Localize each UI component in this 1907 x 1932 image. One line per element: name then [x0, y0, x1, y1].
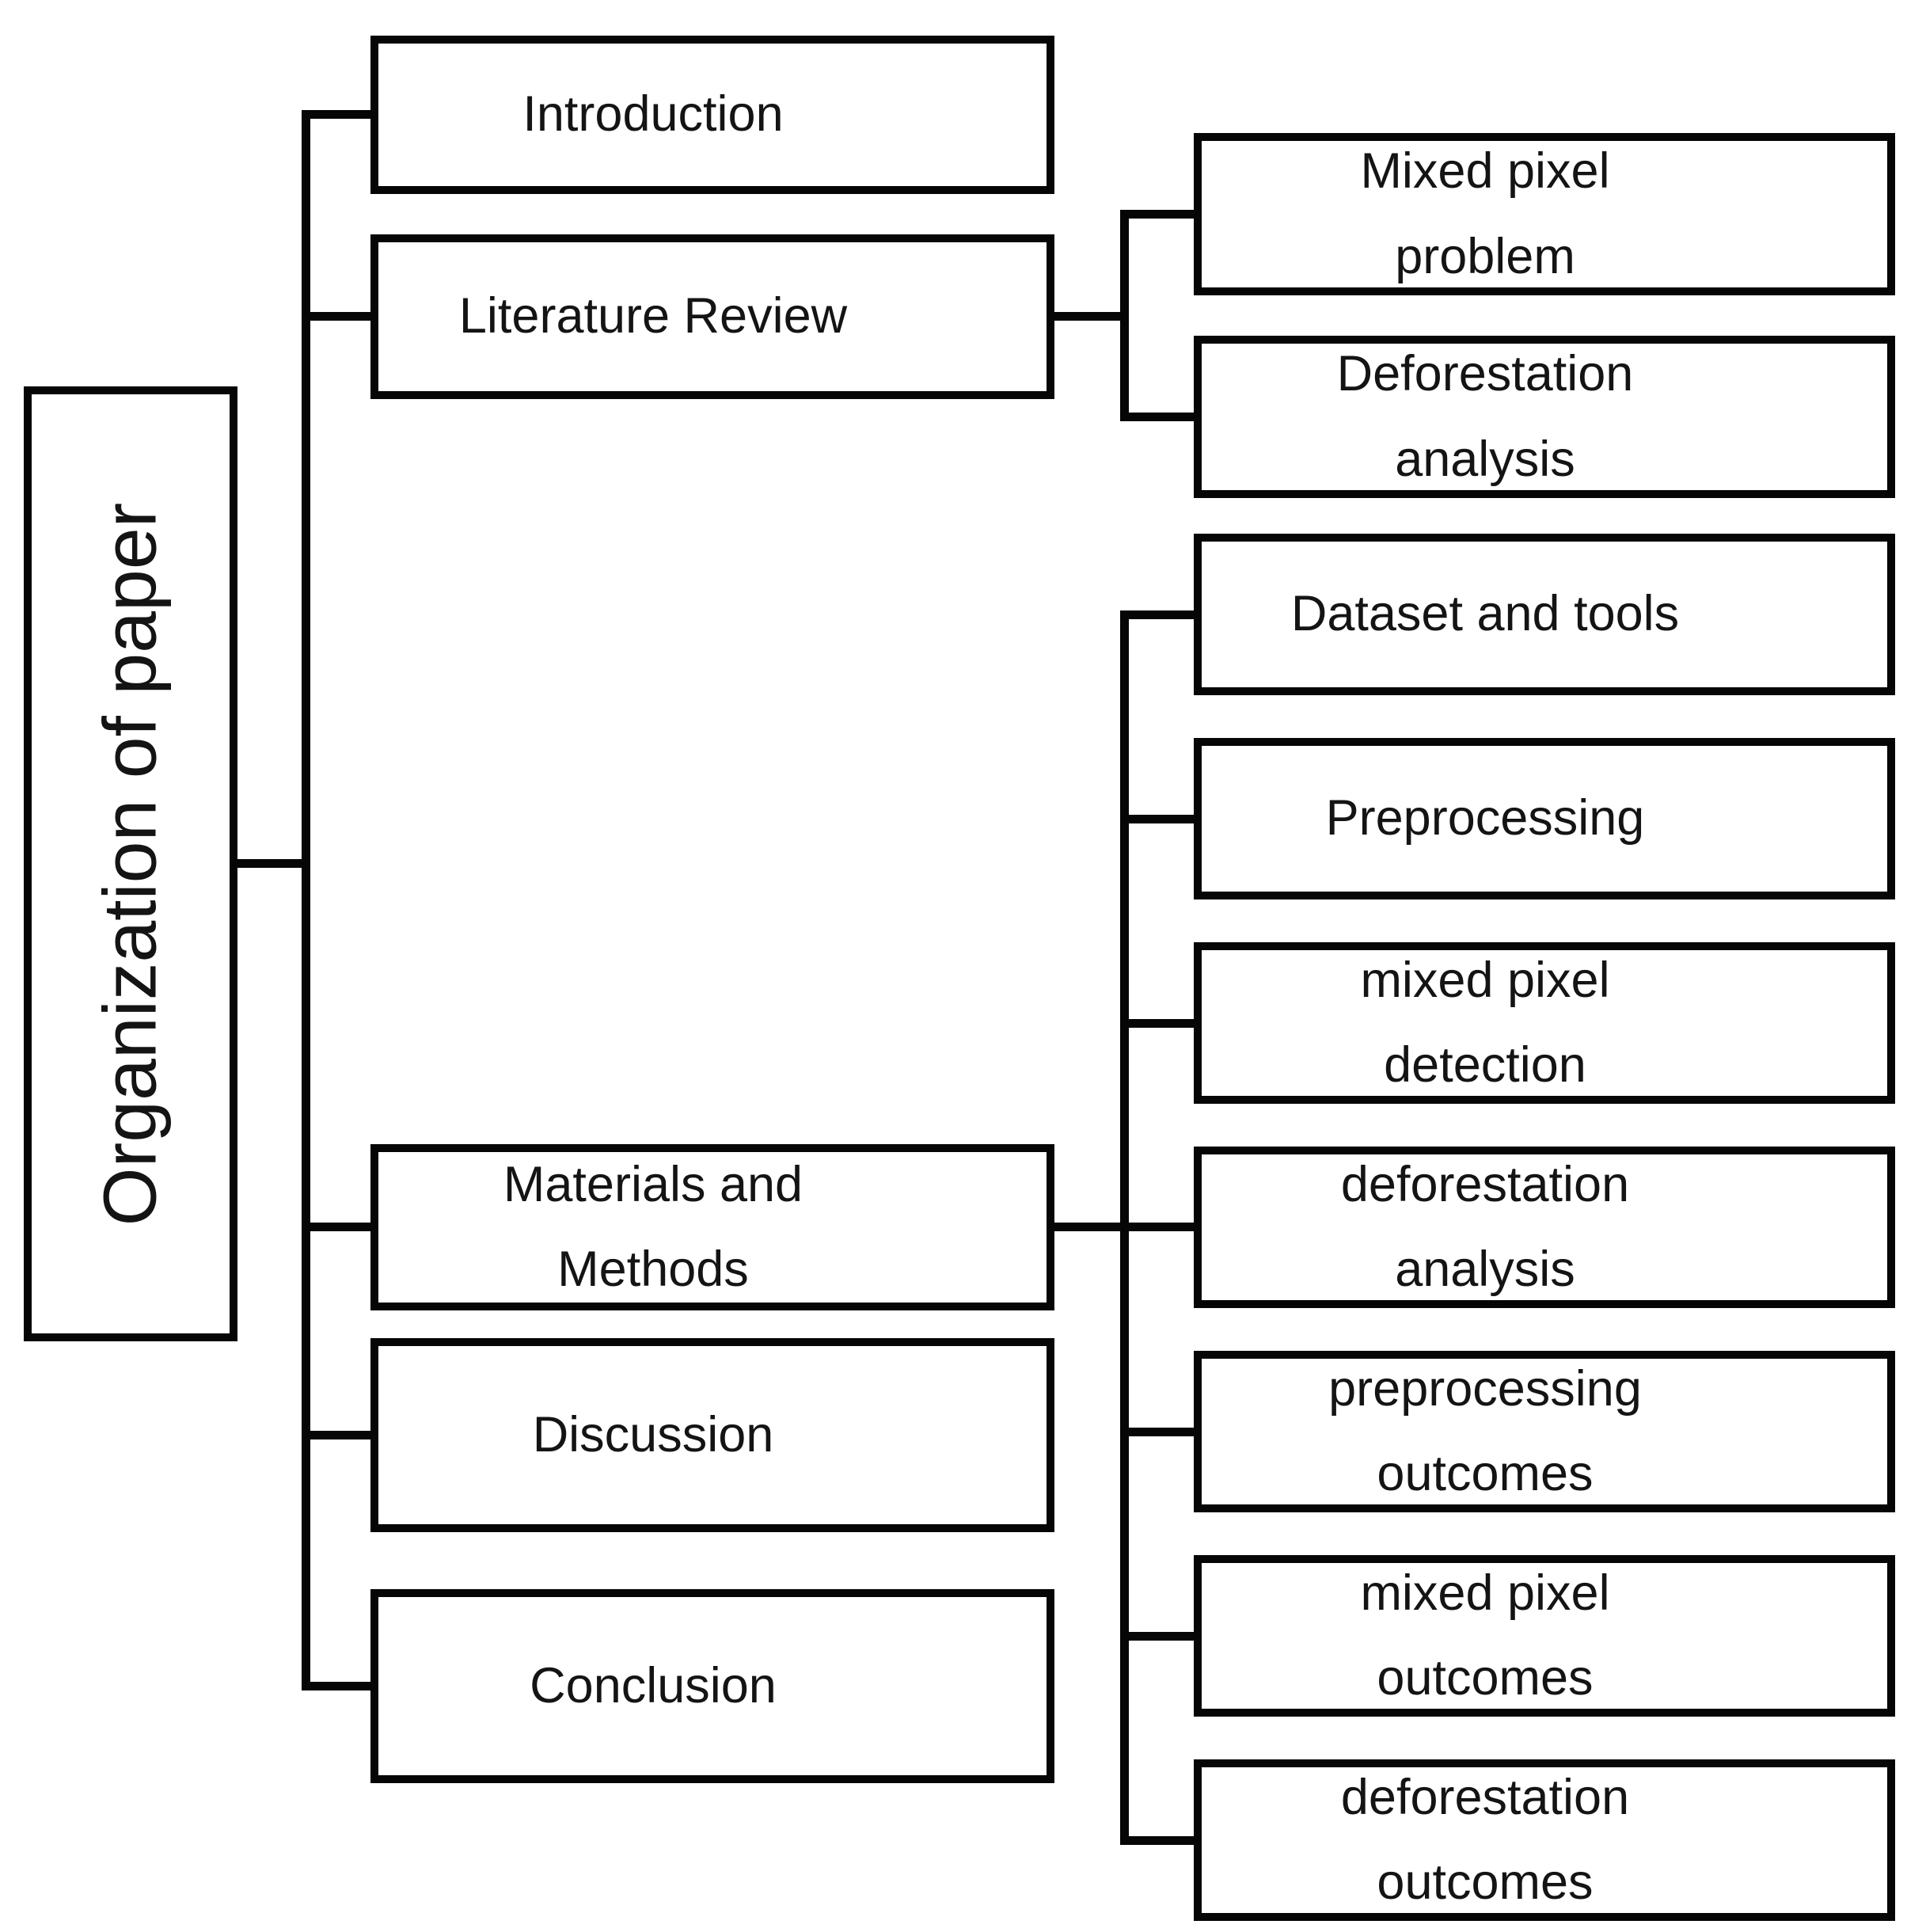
- node-preprocessing: Preprocessing: [1194, 738, 1895, 899]
- node-preprocessing-outcomes-label: preprocessing outcomes: [1328, 1360, 1642, 1501]
- node-mixed-pixel-problem-label: Mixed pixel problem: [1360, 143, 1610, 284]
- node-materials-and-methods: Materials and Methods: [370, 1144, 1054, 1310]
- connector-literature-bracket-spine: [1120, 210, 1129, 421]
- node-mixed-pixel-detection: mixed pixel detection: [1194, 942, 1895, 1104]
- connector-stub-preprocessing-outcomes: [1120, 1428, 1194, 1436]
- connector-stub-literature-review: [302, 312, 370, 321]
- connector-stub-deforestation-analysis-2: [1120, 1223, 1194, 1231]
- connector-stub-deforestation-outcomes: [1120, 1836, 1194, 1845]
- connector-stub-dataset-and-tools: [1120, 610, 1194, 619]
- node-mixed-pixel-outcomes: mixed pixel outcomes: [1194, 1555, 1895, 1717]
- node-mixed-pixel-outcomes-label: mixed pixel outcomes: [1360, 1565, 1610, 1706]
- node-preprocessing-label: Preprocessing: [1325, 790, 1645, 846]
- node-preprocessing-outcomes: preprocessing outcomes: [1194, 1351, 1895, 1512]
- connector-root-to-spine: [236, 859, 310, 868]
- connector-stub-discussion: [302, 1431, 370, 1439]
- connector-stub-conclusion: [302, 1682, 370, 1690]
- node-deforestation-outcomes-label: deforestation outcomes: [1340, 1769, 1630, 1910]
- node-literature-review-label: Literature Review: [458, 288, 848, 344]
- connector-stub-materials-methods: [302, 1223, 370, 1231]
- connector-stub-preprocessing: [1120, 815, 1194, 823]
- node-organization-of-paper: Organization of paper: [24, 386, 237, 1341]
- connector-stub-deforestation-analysis: [1120, 413, 1194, 421]
- node-conclusion: Conclusion: [370, 1589, 1054, 1783]
- node-mixed-pixel-detection-label: mixed pixel detection: [1360, 952, 1610, 1093]
- node-deforestation-analysis-2: deforestation analysis: [1194, 1147, 1895, 1308]
- node-mixed-pixel-problem: Mixed pixel problem: [1194, 133, 1895, 295]
- node-dataset-and-tools-label: Dataset and tools: [1290, 586, 1680, 642]
- node-materials-and-methods-label: Materials and Methods: [503, 1156, 803, 1297]
- node-conclusion-label: Conclusion: [530, 1657, 777, 1713]
- node-deforestation-analysis-2-label: deforestation analysis: [1340, 1156, 1630, 1297]
- node-discussion: Discussion: [370, 1338, 1054, 1532]
- connector-stub-introduction: [302, 110, 370, 119]
- node-deforestation-analysis-label: Deforestation analysis: [1336, 346, 1634, 487]
- node-discussion-label: Discussion: [532, 1406, 774, 1462]
- node-deforestation-analysis: Deforestation analysis: [1194, 336, 1895, 498]
- node-dataset-and-tools: Dataset and tools: [1194, 534, 1895, 695]
- node-literature-review: Literature Review: [370, 234, 1054, 399]
- connector-stub-mixed-pixel-outcomes: [1120, 1632, 1194, 1641]
- node-organization-of-paper-label: Organization of paper: [88, 502, 173, 1226]
- node-introduction: Introduction: [370, 36, 1054, 194]
- connector-stub-mixed-pixel-detection: [1120, 1019, 1194, 1028]
- connector-literature-to-bracket: [1054, 312, 1128, 321]
- connector-main-spine: [302, 110, 310, 1690]
- connector-stub-mixed-pixel-problem: [1120, 210, 1194, 219]
- connector-methods-to-bracket: [1054, 1223, 1128, 1231]
- node-introduction-label: Introduction: [522, 86, 784, 143]
- node-deforestation-outcomes: deforestation outcomes: [1194, 1759, 1895, 1921]
